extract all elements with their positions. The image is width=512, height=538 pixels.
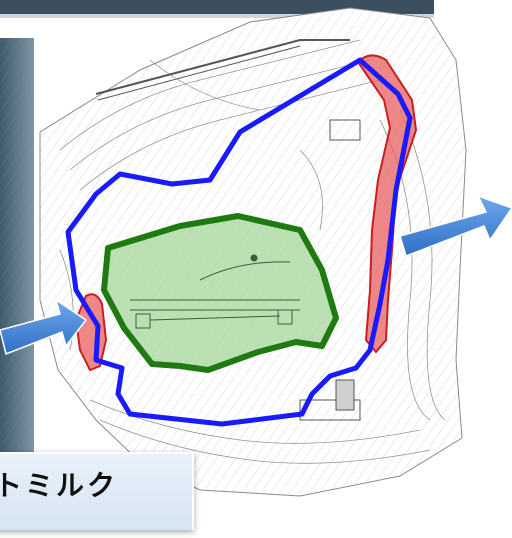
caption-text: トミルク bbox=[0, 469, 119, 502]
arrow-right-icon bbox=[0, 298, 88, 356]
core-zone-details bbox=[130, 254, 300, 329]
core-zone bbox=[101, 213, 339, 373]
site-boundary-line bbox=[65, 57, 413, 427]
background-photo-left bbox=[0, 38, 34, 468]
arrow-right-icon bbox=[399, 194, 512, 257]
background-photo-top bbox=[0, 0, 434, 18]
caption-box: トミルク bbox=[0, 452, 194, 530]
hazard-zone-east bbox=[356, 54, 418, 354]
